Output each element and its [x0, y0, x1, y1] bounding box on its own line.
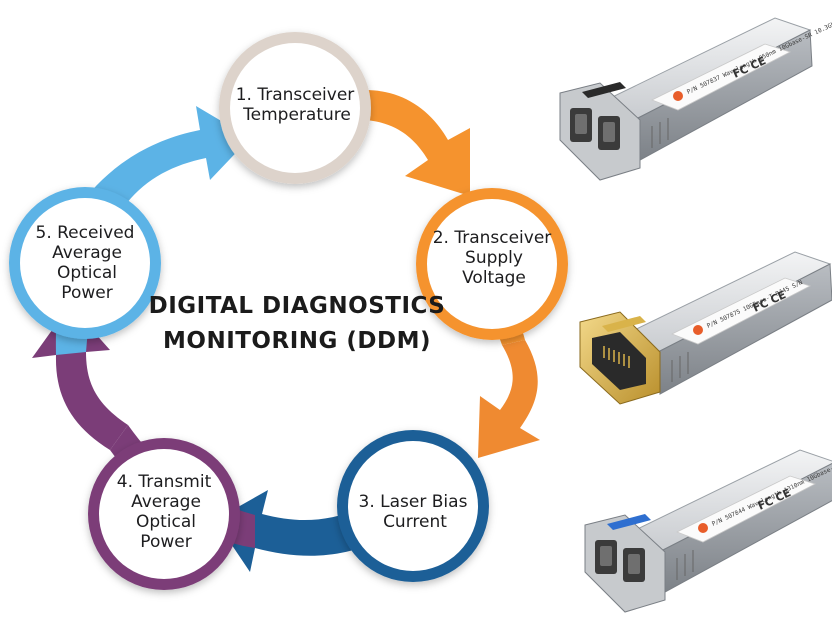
node-face: [427, 199, 557, 329]
node-label-line: Current: [383, 512, 447, 532]
brand-logo-icon: [693, 325, 703, 335]
node-face: [348, 441, 478, 571]
lc-ferrule-right: [603, 122, 615, 142]
module-label: [671, 277, 812, 345]
node-label-line: Temperature: [242, 105, 351, 125]
node-label-line: Supply: [465, 248, 523, 268]
lc-ferrule-right: [628, 554, 640, 574]
node-label-line: Voltage: [462, 268, 526, 288]
node-label-line: Optical: [57, 263, 117, 283]
brand-logo-icon: [673, 91, 683, 101]
sfp-module-3: P/N 507844 Wavelength 1310nm 10Gbase-LR …: [584, 442, 832, 613]
node-label-line: 5. Received: [36, 223, 135, 243]
lc-ferrule-left: [575, 114, 587, 134]
node-face: [230, 43, 360, 173]
node-label-line: Average: [52, 243, 122, 263]
node-face: [99, 449, 229, 579]
arrow-2-to-3: [478, 340, 540, 458]
node-label-line: 3. Laser Bias: [359, 492, 468, 512]
module-label: [676, 475, 817, 543]
node-face: [20, 198, 150, 328]
transceiver-modules: P/N 507837 Wavelength 850nm 10Gbase-SR 1…: [559, 11, 832, 613]
node-label-line: 1. Transceiver: [236, 85, 355, 105]
title-line-1: DIGITAL DIAGNOSTICS: [149, 293, 446, 319]
sfp-module-2: P/N 507875 10GBase-T RJ45 S/NFC CE: [579, 251, 832, 405]
center-title: DIGITAL DIAGNOSTICS MONITORING (DDM): [149, 293, 446, 354]
node-label-line: Optical: [136, 512, 196, 532]
title-line-2: MONITORING (DDM): [163, 328, 431, 354]
lc-ferrule-left: [600, 546, 612, 566]
node-label-line: Power: [140, 532, 191, 552]
arrow-3-to-4: [215, 490, 390, 572]
module-latch: [582, 82, 626, 98]
module-latch: [607, 514, 651, 530]
node-label-line: 4. Transmit: [117, 472, 212, 492]
node-label-line: 2. Transceiver: [433, 228, 552, 248]
node-label-line: Average: [131, 492, 201, 512]
module-label: [651, 43, 792, 111]
node-label-line: Power: [61, 283, 112, 303]
brand-logo-icon: [698, 523, 708, 533]
sfp-module-1: P/N 507837 Wavelength 850nm 10Gbase-SR 1…: [559, 11, 832, 181]
module-latch: [602, 316, 646, 332]
arrow-5-to-1: [80, 106, 250, 215]
